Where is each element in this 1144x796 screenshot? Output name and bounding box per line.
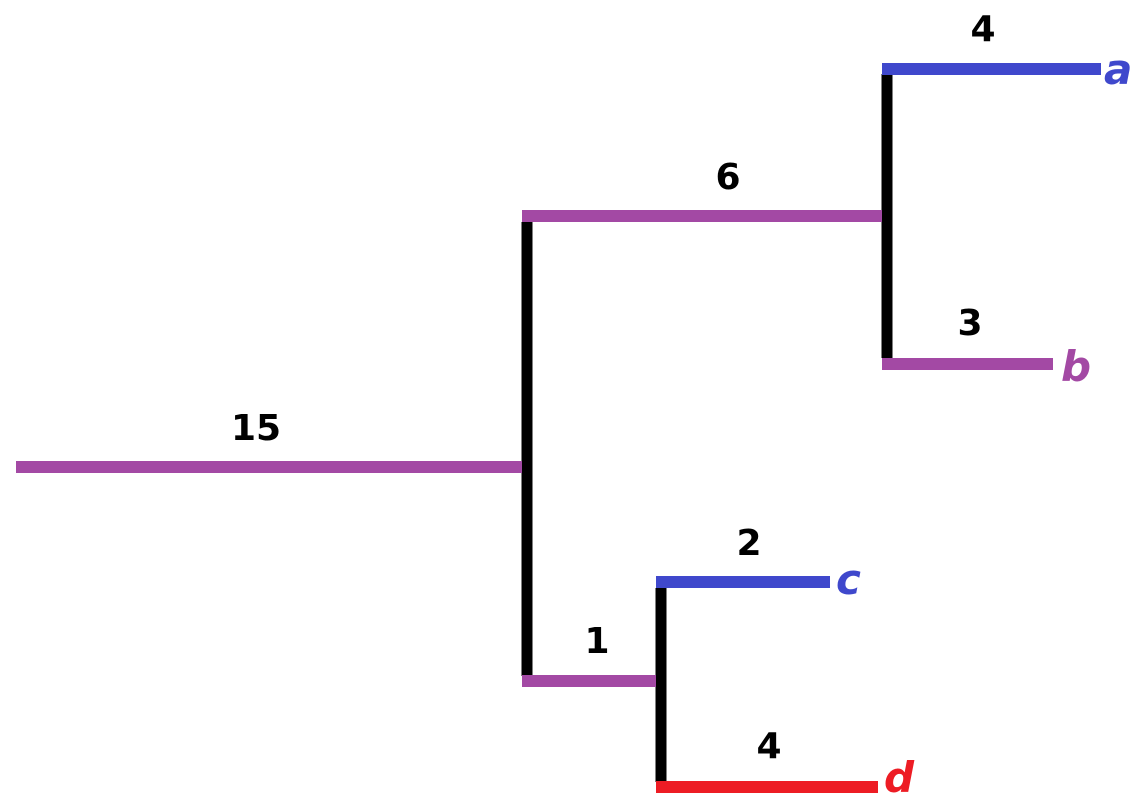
length-label-d: 4 [756, 726, 781, 767]
length-label-b: 3 [957, 303, 982, 344]
length-label-upper: 6 [715, 157, 740, 198]
length-label-a: 4 [970, 9, 995, 50]
leaf-label-b: b [1061, 342, 1091, 391]
length-label-root: 15 [231, 408, 281, 449]
leaf-label-d: d [884, 753, 915, 796]
length-label-lower: 1 [584, 621, 609, 662]
leaf-label-a: a [1104, 45, 1132, 94]
leaf-label-c: c [836, 555, 861, 604]
length-label-c: 2 [736, 523, 761, 564]
